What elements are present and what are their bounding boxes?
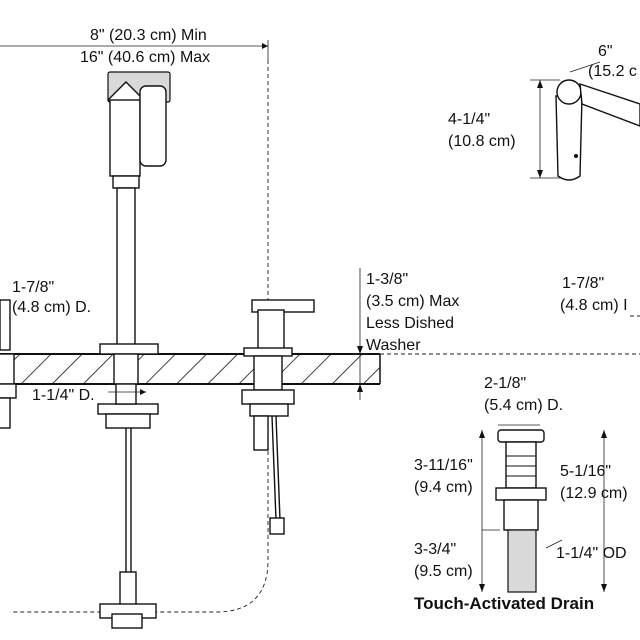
deck-note-2-label: Washer — [366, 337, 421, 354]
deck-dimension-lines — [9, 268, 640, 400]
spread-max-label: 16" (40.6 cm) Max — [80, 49, 211, 66]
spout-side-detail — [530, 61, 640, 181]
spread-dimension-line — [0, 40, 269, 60]
drain-total-label: 5-1/16" — [560, 463, 612, 480]
drain-tail-label: 3-3/4" — [414, 541, 457, 558]
drain-assembly — [479, 424, 607, 593]
drain-width-label: 2-1/8" — [484, 375, 527, 392]
right-hole-label: 1-7/8" — [562, 275, 605, 292]
drain-tail-cm-label: (9.5 cm) — [414, 563, 473, 580]
drain-od-label: 1-1/4" OD — [556, 545, 627, 562]
left-handle-valve — [0, 299, 17, 429]
spout-assembly — [97, 71, 171, 629]
spout-height-label: 4-1/4" — [448, 111, 491, 128]
spout-reach-cm-label: (15.2 c — [588, 63, 637, 80]
drain-upper-cm-label: (9.4 cm) — [414, 479, 473, 496]
deck-thickness-label: 1-3/8" — [366, 271, 409, 288]
deck-thickness-cm-label: (3.5 cm) Max — [366, 293, 460, 310]
drain-title: Touch-Activated Drain — [414, 594, 595, 613]
left-hole-cm-label: (4.8 cm) D. — [12, 299, 92, 316]
left-hole-label: 1-7/8" — [12, 279, 55, 296]
spread-min-label: 8" (20.3 cm) Min — [90, 27, 207, 44]
right-hole-cm-label: (4.8 cm) I — [560, 297, 628, 314]
shank-label: 1-1/4" D. — [32, 387, 95, 404]
spout-reach-label: 6" — [598, 43, 613, 60]
countertop-section — [0, 353, 640, 385]
drain-width-cm-label: (5.4 cm) D. — [484, 397, 564, 414]
drain-upper-label: 3-11/16" — [414, 457, 473, 474]
drain-total-cm-label: (12.9 cm) — [560, 485, 628, 502]
deck-note-1-label: Less Dished — [366, 315, 455, 332]
right-handle-valve — [241, 299, 315, 535]
spout-height-cm-label: (10.8 cm) — [448, 133, 516, 150]
